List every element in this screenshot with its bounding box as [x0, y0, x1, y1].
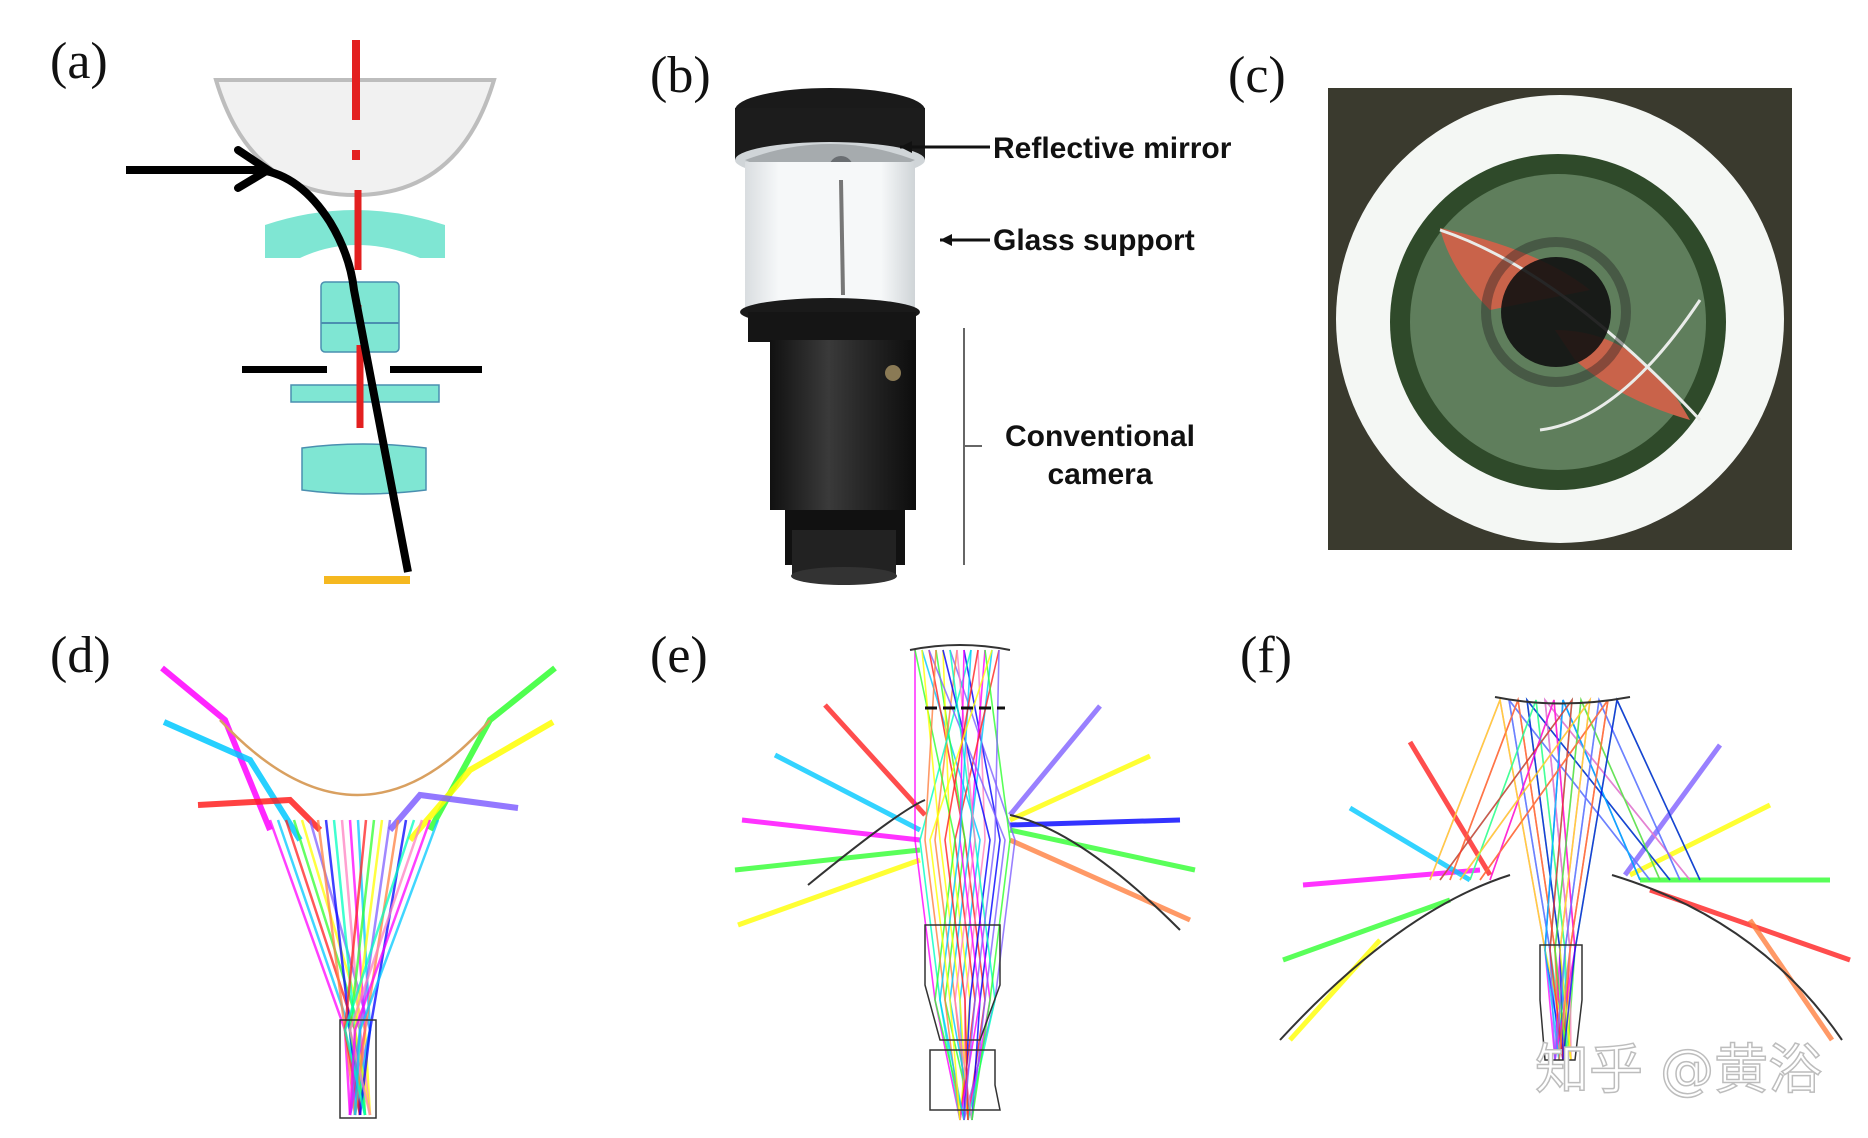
ray-f — [1439, 697, 1574, 1061]
incident-ray — [126, 166, 412, 573]
ray-e — [963, 649, 1000, 1121]
ray-d — [348, 819, 432, 1116]
ray-f — [1429, 697, 1572, 1061]
ray-f — [1554, 697, 1681, 1061]
ray-f — [1429, 697, 1556, 1061]
flat-filter — [290, 384, 440, 403]
ray-e — [773, 752, 922, 833]
ray-e — [1008, 704, 1102, 817]
ray-arrowhead — [234, 146, 276, 192]
panel-f-ray-trace — [1279, 696, 1851, 1061]
ray-e — [1008, 753, 1152, 823]
ray-f — [1407, 740, 1493, 877]
label-glass-support: Glass support — [993, 224, 1195, 257]
panel-a-label: (a) — [50, 33, 108, 90]
panel-c-label: (c) — [1228, 47, 1286, 104]
ray-e — [929, 649, 993, 1121]
panel-d-ray-trace — [160, 665, 557, 1119]
ray-e — [823, 703, 927, 817]
ray-d — [197, 796, 323, 833]
ray-f — [1554, 696, 1661, 1061]
ray-d — [160, 665, 273, 832]
lens-group-e — [924, 924, 1001, 1041]
panel-a-schematic — [126, 40, 497, 584]
ray-e — [914, 649, 965, 1121]
ray-f — [1622, 743, 1723, 877]
panel-d-label: (d) — [50, 627, 111, 684]
ray-d — [343, 819, 416, 1116]
lens-group-f — [1539, 944, 1583, 1061]
panel-e-label: (e) — [650, 627, 708, 684]
ray-d — [162, 719, 303, 842]
ray-d — [353, 819, 440, 1116]
panel-b-label: (b) — [650, 47, 711, 104]
mirror-surface-e-left — [807, 799, 926, 886]
panel-b-photo: Reflective mirror Glass support Conventi… — [735, 88, 1232, 585]
lens-group-d — [339, 1019, 377, 1119]
ray-e — [1009, 827, 1196, 873]
ray-e — [734, 847, 921, 873]
ray-f — [1302, 867, 1481, 888]
ray-e — [741, 817, 921, 843]
mirror-surface-f-left — [1279, 874, 1511, 1041]
ray-e — [949, 649, 993, 1121]
panel-f-label: (f) — [1240, 627, 1292, 684]
ray-f — [1288, 938, 1382, 1042]
mirror-blind-spot — [1501, 257, 1611, 367]
ray-f — [1543, 697, 1691, 1061]
ray-f — [1348, 805, 1472, 883]
ray-e — [737, 857, 921, 928]
label-reflective-mirror: Reflective mirror — [993, 132, 1232, 165]
ray-d — [348, 819, 424, 1116]
ray-f — [1282, 897, 1451, 963]
aperture-stop-left — [242, 366, 327, 373]
optical-axis — [352, 40, 364, 428]
panel-e-ray-trace — [734, 644, 1196, 1121]
label-camera: camera — [1047, 458, 1152, 491]
image-sensor — [324, 576, 410, 584]
ray-d — [387, 791, 519, 832]
ray-f — [1459, 697, 1592, 1061]
ray-e — [1008, 837, 1192, 923]
watermark: 知乎 @黄浴 — [1535, 1038, 1822, 1101]
ray-f — [1479, 699, 1609, 1061]
panel-c-photo — [1328, 88, 1792, 550]
ray-f — [1562, 697, 1701, 1061]
ray-e — [914, 650, 961, 1121]
mirror-surface-e-right — [1009, 814, 1181, 931]
aperture-stop-right — [390, 366, 482, 373]
relay-lens — [301, 443, 427, 495]
label-conventional: Conventional — [1005, 420, 1195, 453]
ray-d — [407, 719, 555, 842]
ray-f — [1649, 887, 1851, 963]
mirror-surface-f-right — [1611, 874, 1843, 1041]
glass-support — [745, 162, 915, 312]
ray-e — [939, 649, 972, 1121]
mirror-surface-d — [219, 719, 491, 797]
